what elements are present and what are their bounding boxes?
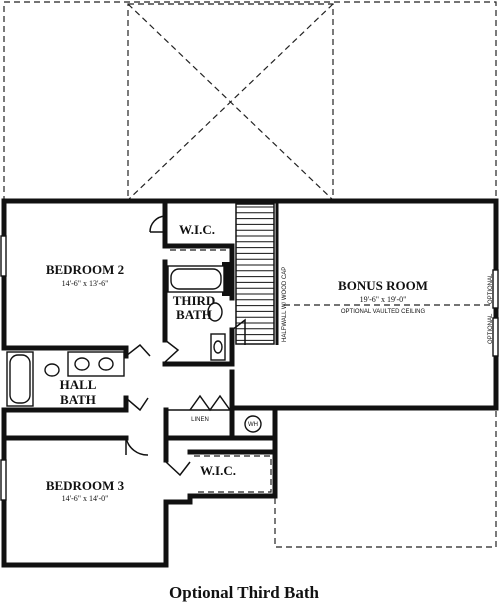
wall-upper-left	[1, 198, 235, 351]
wall-linen	[163, 407, 235, 441]
door-hallbath-2	[125, 397, 149, 412]
third-bath-sink	[213, 340, 223, 354]
door-hallbath	[125, 343, 151, 357]
label-wh: WH	[248, 422, 258, 428]
hall-bath-sink-1	[74, 357, 90, 371]
window-bedroom3	[0, 459, 7, 501]
annotation-halfwall: HALFWALL W/ WOOD CAP	[282, 267, 288, 342]
fixtures	[6, 265, 262, 433]
door-swing-bed3	[125, 437, 149, 456]
doors	[125, 215, 246, 477]
label-wic-top: W.I.C.	[179, 222, 215, 237]
staircase	[222, 203, 275, 345]
plan-caption: Optional Third Bath	[169, 583, 319, 602]
closet-shelves	[170, 249, 272, 493]
hall-bath-tub-inner	[9, 354, 31, 404]
door-third-bath	[164, 339, 180, 363]
lower-roof-outline	[274, 408, 497, 548]
window-bedroom2	[0, 235, 7, 277]
annotation-optional-window-1: OPTIONAL	[488, 273, 494, 304]
dims-bedroom3: 14'-6" x 14'-0"	[62, 494, 109, 503]
annotation-optional-window-2: OPTIONAL	[488, 313, 494, 344]
linen-bifold	[189, 394, 231, 412]
wall-lower	[1, 405, 278, 568]
window-bonus-2	[492, 317, 499, 357]
window-bonus-1	[492, 269, 499, 309]
roof-hip-line-2	[127, 3, 334, 201]
door-swing-wic-top	[149, 215, 166, 233]
label-hall-bath-1: HALL	[60, 377, 97, 392]
wall-hallbath-bottom	[1, 407, 129, 415]
door-wic-bottom	[165, 461, 191, 477]
label-wic-bottom: W.I.C.	[200, 463, 236, 478]
wic-bottom-shelf	[194, 455, 272, 493]
note-vaulted-ceiling: OPTIONAL VAULTED CEILING	[341, 309, 426, 315]
stair-post	[222, 262, 232, 296]
windows	[0, 235, 499, 501]
label-third-bath-2: BATH	[176, 307, 212, 322]
dims-bonus-room: 19'-6" x 19'-0"	[360, 295, 407, 304]
dims-bedroom2: 14'-6" x 13'-6"	[62, 279, 109, 288]
hall-bath-sink-2	[98, 357, 114, 371]
stair-outline	[235, 203, 275, 345]
wall-wh-closet	[229, 369, 278, 441]
door-stair-landing	[231, 318, 246, 345]
third-bath-tub-inner	[170, 268, 222, 290]
water-heater	[244, 415, 262, 433]
label-linen: LINEN	[191, 417, 209, 423]
label-third-bath-1: THIRD	[173, 293, 216, 308]
label-hall-bath-2: BATH	[60, 392, 96, 407]
hall-bath-toilet	[44, 363, 60, 377]
third-bath-toilet	[207, 302, 223, 322]
label-bedroom2: BEDROOM 2	[46, 262, 124, 277]
wall-third-bath-bottom	[162, 327, 235, 367]
attic-area-outline	[3, 1, 497, 201]
label-bonus-room: BONUS ROOM	[338, 278, 428, 293]
label-bedroom3: BEDROOM 3	[46, 478, 125, 493]
